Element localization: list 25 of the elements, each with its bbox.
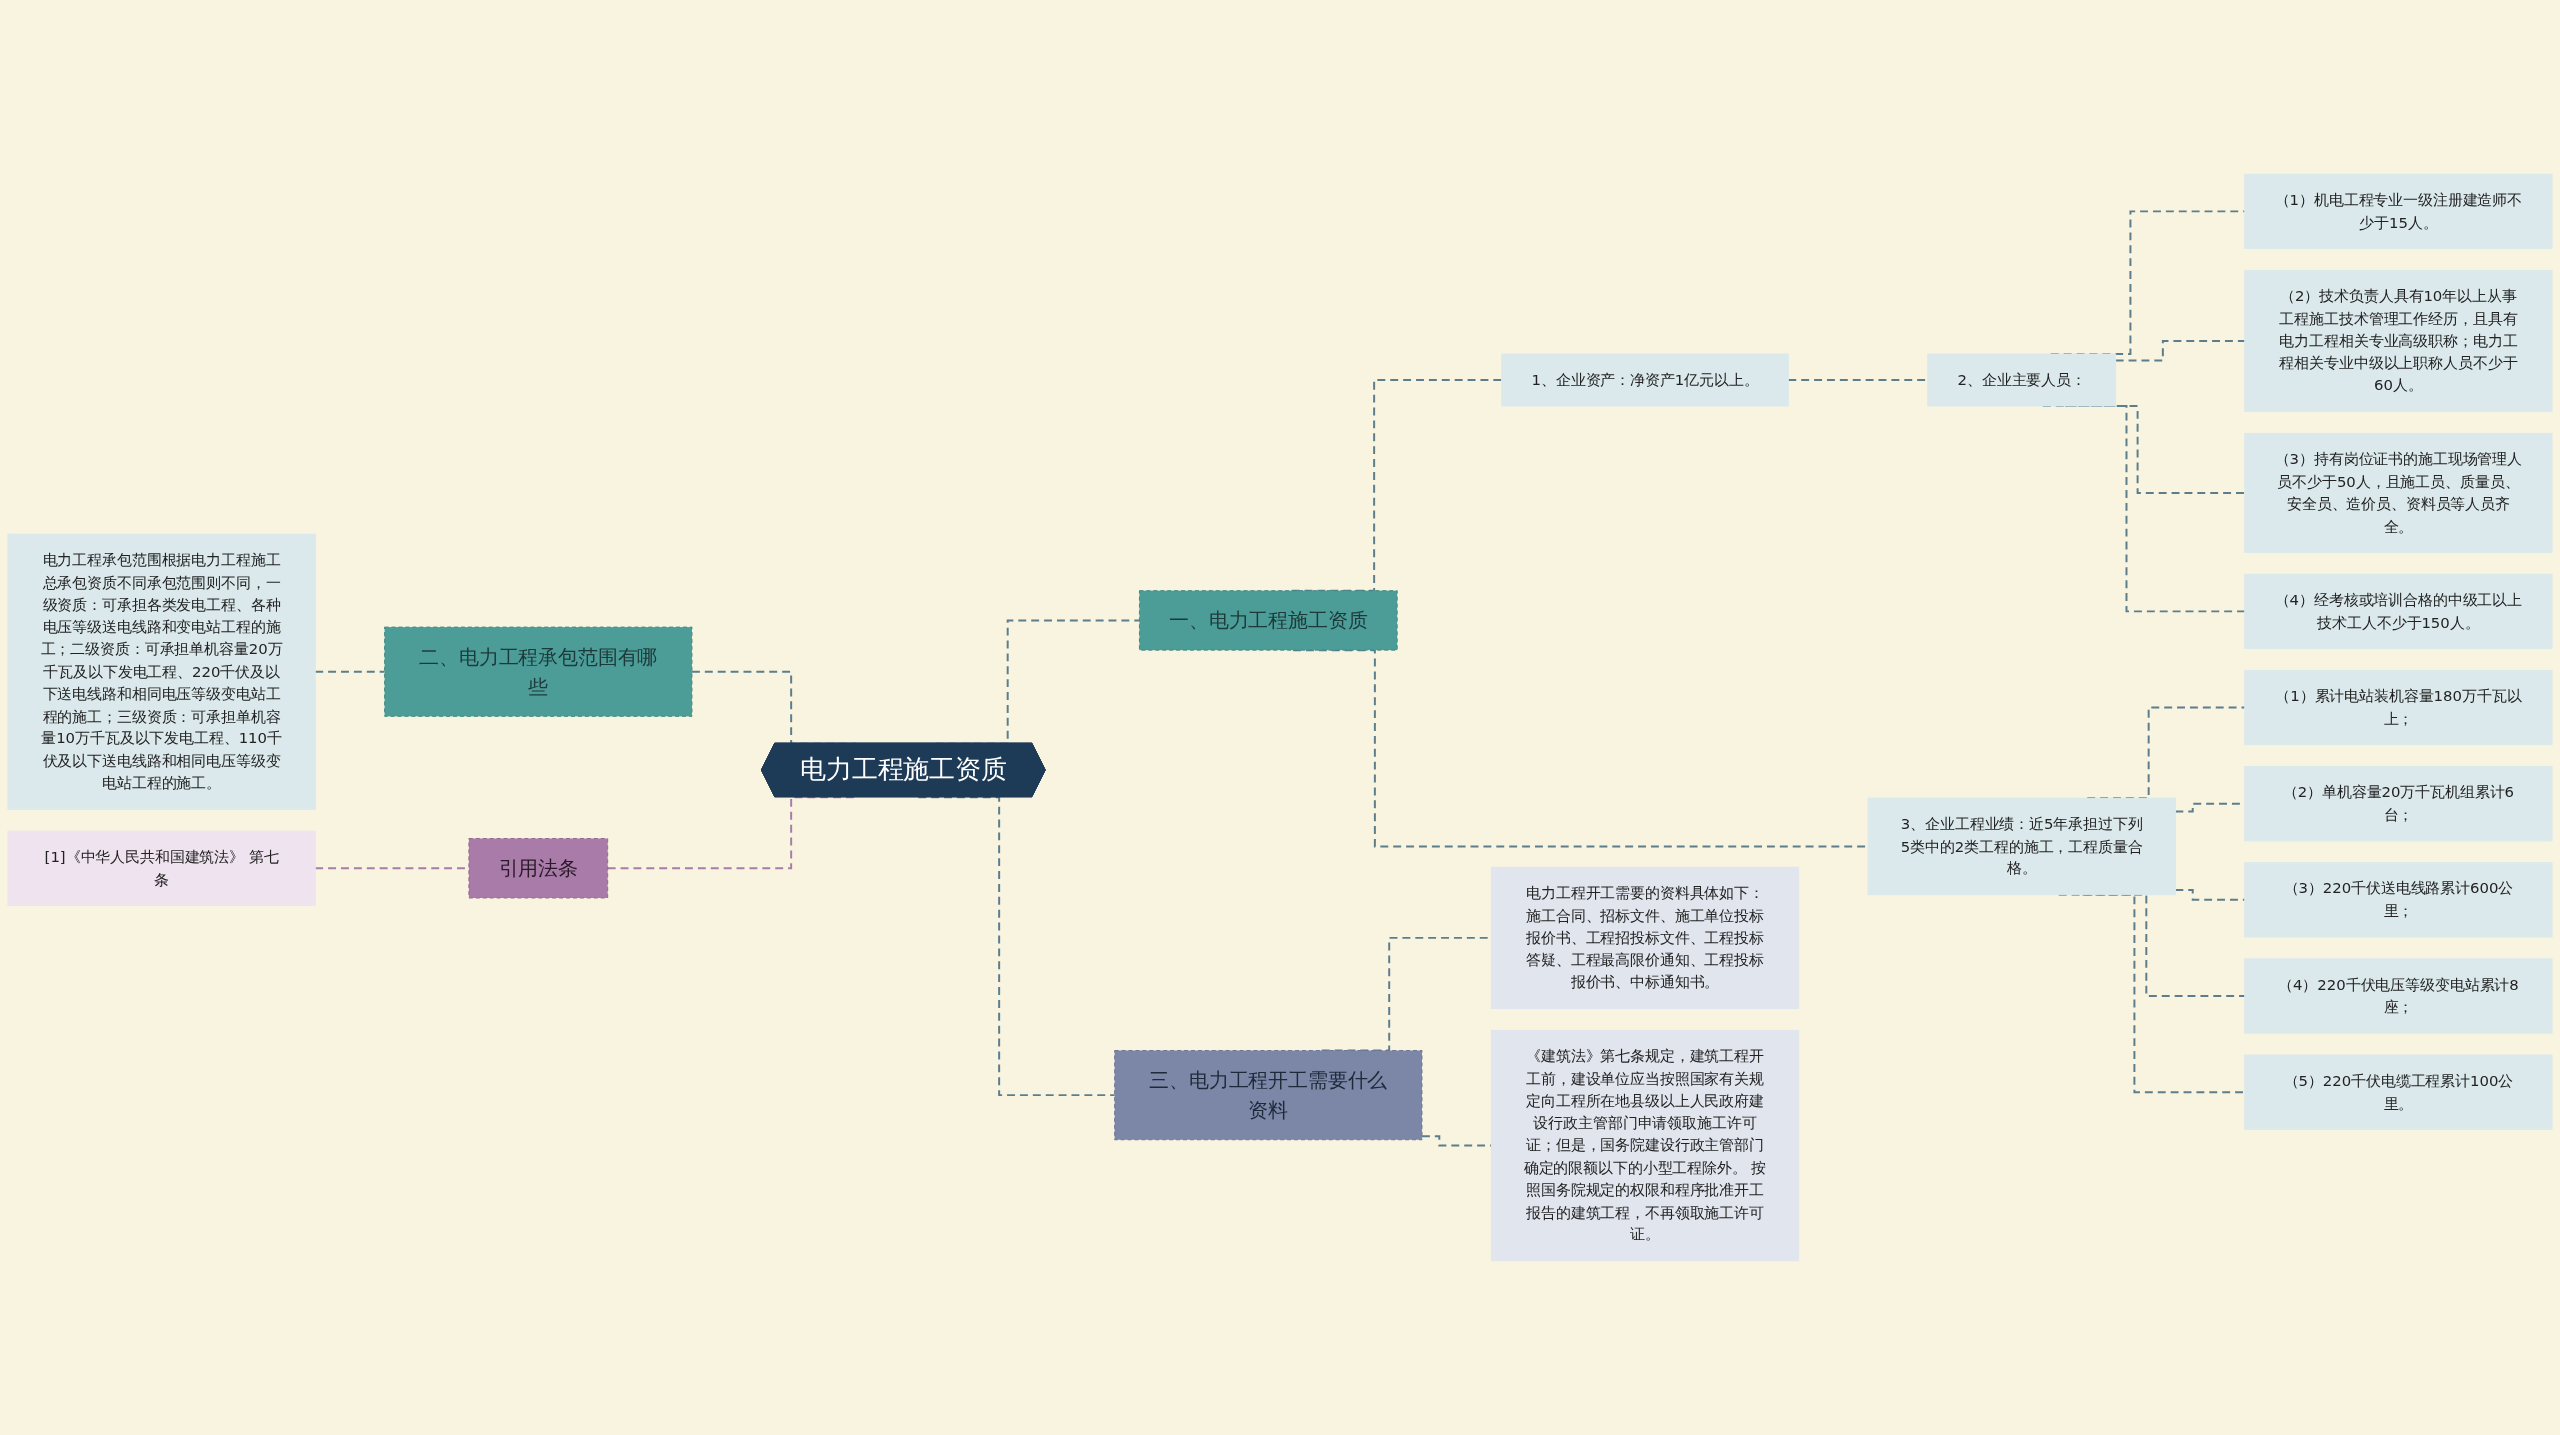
connector: [2174, 889, 2246, 901]
node-box: （4）经考核或培训合格的中级工以上技术工人不少于150人。: [2244, 573, 2553, 650]
node-box: （4）220千伏电压等级变电站累计8座；: [2244, 958, 2553, 1034]
node-box: （3）220千伏送电线路累计600公里；: [2244, 862, 2553, 938]
node-box: 3、企业工程业绩：近5年承担过下列5类中的2类工程的施工，工程质量合格。: [1867, 797, 2176, 896]
connector: [314, 670, 386, 673]
node-box: （1）累计电站装机容量180万千瓦以上；: [2244, 669, 2553, 746]
node-box: 电力工程承包范围根据电力工程施工总承包资质不同承包范围则不同，一级资质：可承担各类发电工程、各种电压等级送电线路和变电站工程的施工；二级资质：可承担单机容量20万千瓦及以下发电工程、220千伏及以下送电线路和相同电压等级变电站工程的施工；三级资质：可承担单机容量10万千瓦及以下发电工程、110千伏及以下送电线路和相同电压等级变电站工程的施工。: [7, 533, 316, 810]
connector: [917, 796, 1116, 1097]
node-box: [1]《中华人民共和国建筑法》 第七条: [7, 830, 316, 906]
node-box: 《建筑法》第七条规定，建筑工程开工前，建设单位应当按照国家有关规定向工程所在地县级以上人民政府建设行政主管部门申请领取施工许可证；但是，国务院建设行政主管部门确定的限额以下的小型工程除外。 按照国务院规定的权限和程序批准开工报告的建筑工程，不再领取施工许可证。: [1490, 1029, 1800, 1262]
node-box: （1）机电工程专业一级注册建造师不少于15人。: [2244, 173, 2553, 250]
node-box: 二、电力工程承包范围有哪些: [384, 626, 693, 717]
connector: [606, 796, 857, 870]
node-box: （2）单机容量20万千瓦机组累计6台；: [2244, 766, 2553, 842]
node-box: 1、企业资产：净资产1亿元以上。: [1501, 353, 1789, 407]
node-box: 三、电力工程开工需要什么资料: [1114, 1050, 1423, 1141]
node-box: （2）技术负责人具有10年以上从事工程施工技术管理工作经历，且具有电力工程相关专业高级职称；电力工程相关专业中级以上职称人员不少于60人。: [2244, 269, 2553, 413]
node-box: 2、企业主要人员：: [1927, 353, 2117, 407]
node-box: 引用法条: [468, 838, 609, 899]
node-box: （5）220千伏电缆工程累计100公里。: [2244, 1054, 2553, 1130]
node-box: （3）持有岗位证书的施工现场管理人员不少于50人，且施工员、质量员、安全员、造价员、资料员等人员齐全。: [2244, 432, 2553, 553]
node-box: 一、电力工程施工资质: [1138, 590, 1398, 651]
connector: [2114, 340, 2246, 362]
node-box: 电力工程开工需要的资料具体如下：施工合同、招标文件、施工单位投标报价书、工程招投标文件、工程投标答疑、工程最高限价通知、工程投标报价书、中标通知书。: [1490, 866, 1800, 1009]
